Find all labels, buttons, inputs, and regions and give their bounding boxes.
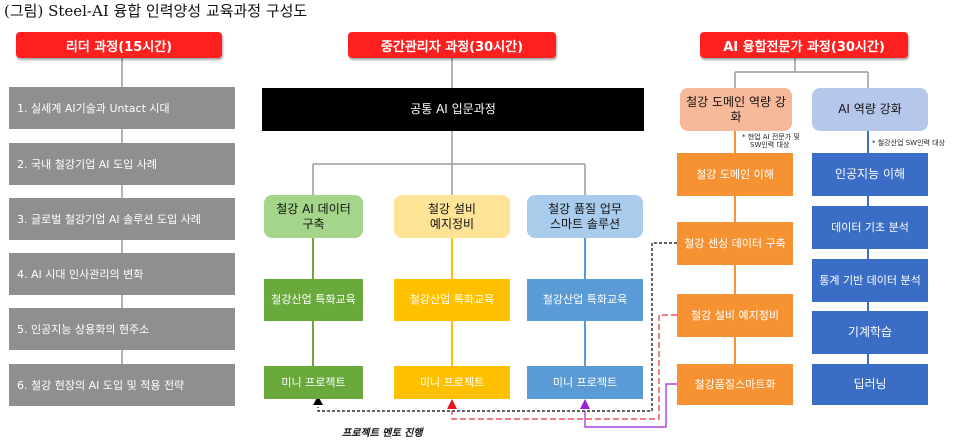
ai-item: 딥러닝: [812, 364, 928, 405]
domain-competency-title: 철강 도메인 역량 강 화: [680, 88, 792, 131]
track1-special-edu: 철강산업 특화교육: [264, 279, 363, 321]
figure-caption: (그림) Steel-AI 융합 인력양성 교육과정 구성도: [4, 2, 308, 20]
track-title-line: 구축: [302, 216, 325, 231]
manager-course-header: 중간관리자 과정(30시간): [348, 32, 556, 58]
leader-item: 6. 철강 현장의 AI 도입 및 적용 전략: [9, 364, 235, 406]
project-mentor-label: 프로젝트 멘토 진행: [342, 428, 423, 439]
track3-mini-project: 미니 프로젝트: [527, 366, 643, 399]
ai-target-note: * 철강산업 SW인력 대상: [872, 139, 946, 147]
note-line: * 현업 AI 전문가 및: [742, 133, 800, 141]
ai-item: 기계학습: [812, 311, 928, 354]
track-title-line: 예지정비: [429, 216, 475, 231]
leader-course-header: 리더 과정(15시간): [16, 32, 222, 58]
track-steel-quality: 철강 품질 업무 스마트 솔루션: [527, 195, 643, 238]
domain-item: 철강 센싱 데이터 구축: [677, 222, 793, 265]
track-steel-ai-data: 철강 AI 데이터 구축: [264, 195, 363, 238]
domain-title-line: 화: [730, 109, 742, 124]
leader-item: 3. 글로벌 철강기업 AI 솔루션 도입 사례: [9, 198, 235, 240]
leader-item: 1. 실세계 AI기술과 Untact 시대: [9, 87, 235, 129]
track2-mini-project: 미니 프로젝트: [394, 366, 510, 399]
mentor-arrow-black: [313, 396, 323, 405]
domain-title-line: 철강 도메인 역량 강: [686, 94, 786, 109]
track-steel-maintenance: 철강 설비 예지정비: [394, 195, 510, 238]
leader-item: 2. 국내 철강기업 AI 도입 사례: [9, 143, 235, 185]
track2-special-edu: 철강산업 특화교육: [394, 279, 510, 321]
mentor-arrow-red: [447, 399, 457, 409]
mentor-line-purple: [584, 383, 677, 428]
note-line: SW인력 대상: [750, 141, 790, 150]
mentor-line-red: [451, 314, 677, 420]
domain-item: 철강 설비 예지정비: [677, 294, 793, 337]
leader-item: 5. 인공지능 상용화의 현주소: [9, 308, 235, 350]
mentor-arrow-purple: [580, 399, 590, 409]
track1-mini-project: 미니 프로젝트: [264, 366, 363, 399]
track-title-line: 철강 설비: [428, 201, 476, 216]
ai-item: 데이터 기초 분석: [812, 206, 928, 249]
leader-item: 4. AI 시대 인사관리의 변화: [9, 253, 235, 295]
track3-special-edu: 철강산업 특화교육: [527, 279, 643, 321]
ai-item: 통계 기반 데이터 분석: [812, 259, 928, 302]
track-title-line: 스마트 솔루션: [549, 216, 621, 231]
domain-item: 철강 도메인 이해: [677, 153, 793, 196]
mentor-line-black: [317, 242, 677, 412]
track-title-line: 철강 AI 데이터: [276, 201, 351, 216]
common-ai-intro-box: 공통 AI 입문과정: [262, 88, 644, 131]
domain-item: 철강품질스마트화: [677, 364, 793, 405]
expert-course-header: AI 융합전문가 과정(30시간): [700, 32, 908, 58]
ai-competency-title: AI 역량 강화: [812, 88, 928, 131]
ai-item: 인공지능 이해: [812, 153, 928, 196]
domain-target-note: * 현업 AI 전문가 및 SW인력 대상: [742, 133, 800, 150]
track-title-line: 철강 품질 업무: [548, 201, 622, 216]
